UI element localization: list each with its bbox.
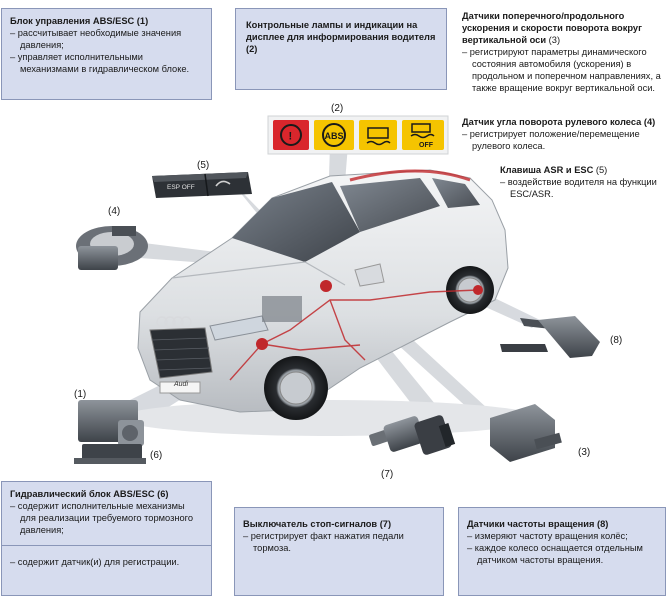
wheel-speed-title: Датчики частоты вращения (8) [467,519,609,529]
callout-6: (6) [150,450,162,461]
grille [149,327,213,379]
abs-hydraulic-unit [74,400,146,464]
brake-light-switch [369,415,456,455]
accel-sensors-title: Датчики поперечного/продольного ускорени… [462,11,642,45]
off-lamp-label: OFF [419,142,434,149]
engine-block [262,296,302,322]
asr-key-item: воздействие водителя на функции ESC/ASR. [500,176,665,200]
hydraulic-unit-title: Гидравлический блок ABS/ESC (6) [10,489,169,499]
wheel-speed-item: измеряют частоту вращения колёс; [467,530,657,542]
warning-lamps-panel: ! [267,115,449,155]
brake-switch-box: Выключатель стоп-сигналов (7) регистриру… [234,507,444,596]
steering-sensor-title: Датчик угла поворота рулевого колеса (4) [462,117,656,127]
callout-1: (1) [74,389,86,400]
callout-3: (3) [578,447,590,458]
abs-lamp-label: ABS [325,131,344,141]
abs-control-item: рассчитывает необходимые значения давлен… [10,27,203,51]
wheel-speed-sensor [500,316,600,358]
callout-5: (5) [197,160,209,171]
car-skid-icon [215,180,231,187]
wiring-harness [229,289,479,381]
accel-yaw-sensor [490,404,562,462]
asr-key-title: Клавиша ASR и ESC (5) [500,165,608,175]
warning-lamps-title: Контрольные лампы и индикации на дисплее… [246,20,436,54]
steering-marker [320,280,332,292]
wheel-speed-box: Датчики частоты вращения (8) измеряют ча… [458,507,666,596]
headlight [209,315,269,341]
wheel-speed-item: каждое колесо оснащается отдельным датчи… [467,542,657,566]
brake-switch-item: регистрирует факт нажатия педали тормоза… [243,530,435,554]
hydraulic-unit-item: содержит датчик(и) для регистрации. [10,556,203,568]
brake-warning-lamp [273,120,309,150]
side-window [340,178,440,232]
audi-rings-icon [156,316,192,328]
license-plate [159,381,201,394]
svg-text:!: ! [289,131,293,143]
abs-warning-lamp [314,120,354,150]
hydraulic-unit-item: содержит исполнительные механизмы для ре… [10,500,203,536]
esc-car-skid-icon [366,127,391,146]
car-illustration [120,169,540,436]
accel-sensors-item: регистрируют параметры динамического сос… [462,46,662,94]
steering-sensor-item: регистрирует положение/перемещение рулев… [462,128,667,152]
abs-control-unit-title: Блок управления ABS/ESC (1) [10,16,149,26]
asr-key-text: Клавиша ASR и ESC (5) воздействие водите… [500,164,665,200]
steering-angle-sensor [76,226,148,270]
steering-sensor-text: Датчик угла поворота рулевого колеса (4)… [462,116,667,152]
callout-4: (4) [108,206,120,217]
warning-lamps-box: Контрольные лампы и индикации на дисплее… [235,8,447,90]
callout-8: (8) [610,335,622,346]
windshield [232,182,360,262]
abs-control-unit-box: Блок управления ABS/ESC (1) рассчитывает… [1,8,212,100]
rear-window [432,178,480,208]
asr-esc-key [152,172,252,198]
esp-off-label: ESP OFF [167,184,195,191]
roof-rail [349,169,471,182]
accel-sensors-text: Датчики поперечного/продольного ускорени… [462,10,662,94]
esc-active-lamp [359,120,397,150]
callout-2: (2) [331,103,343,114]
esc-off-car-icon [410,123,435,139]
car-badge: Audi [173,381,188,388]
brake-switch-title: Выключатель стоп-сигналов (7) [243,519,392,529]
side-mirror [354,263,385,287]
hydraulic-unit-box: Гидравлический блок ABS/ESC (6) содержит… [1,481,212,596]
callout-7: (7) [381,469,393,480]
abs-control-item: управляет исполнительными механизмами в … [10,51,203,75]
